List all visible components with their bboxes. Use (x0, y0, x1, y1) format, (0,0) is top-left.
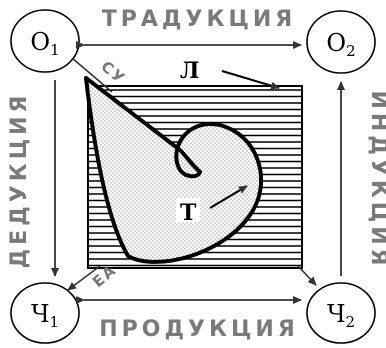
marker-t: Т (180, 200, 197, 226)
label-right: ИНДУКЦИЯ (366, 90, 386, 269)
node-o2: O2 (306, 10, 376, 74)
label-left: ДЕДУКЦИЯ (7, 92, 32, 269)
marker-l: Л (180, 58, 199, 84)
label-bottom: ПРОДУКЦИЯ (99, 317, 299, 342)
arrow-diag-lower-left (67, 265, 101, 291)
node-ch2-sub: 2 (346, 313, 356, 331)
svg-text:Ч2: Ч2 (327, 300, 355, 331)
node-ch2: Ч2 (306, 282, 376, 344)
marker-l-arrow (221, 70, 280, 90)
marker-t-bg (176, 198, 200, 222)
svg-text:O1: O1 (30, 28, 59, 59)
arrow-diag-lower-right (297, 265, 317, 286)
svg-text:Ч1: Ч1 (31, 300, 59, 331)
spiral-shape (86, 78, 262, 262)
node-ch2-base: Ч (327, 300, 346, 328)
svg-text:O2: O2 (326, 29, 355, 60)
node-o2-base: O (326, 29, 346, 57)
node-o2-sub: 2 (346, 42, 356, 60)
node-ch1-sub: 1 (50, 313, 60, 331)
spiral-outline (84, 76, 264, 264)
arrow-diag-upper (71, 57, 113, 93)
node-ch1-base: Ч (31, 300, 50, 328)
node-o1: O1 (10, 9, 80, 73)
marker-t-arrow (209, 185, 248, 209)
node-o1-base: O (30, 28, 50, 56)
label-top: ТРАДУКЦИЯ (102, 7, 296, 32)
hatched-square-border (87, 85, 303, 269)
node-o1-sub: 1 (50, 41, 60, 59)
node-ch1: Ч1 (10, 282, 80, 344)
